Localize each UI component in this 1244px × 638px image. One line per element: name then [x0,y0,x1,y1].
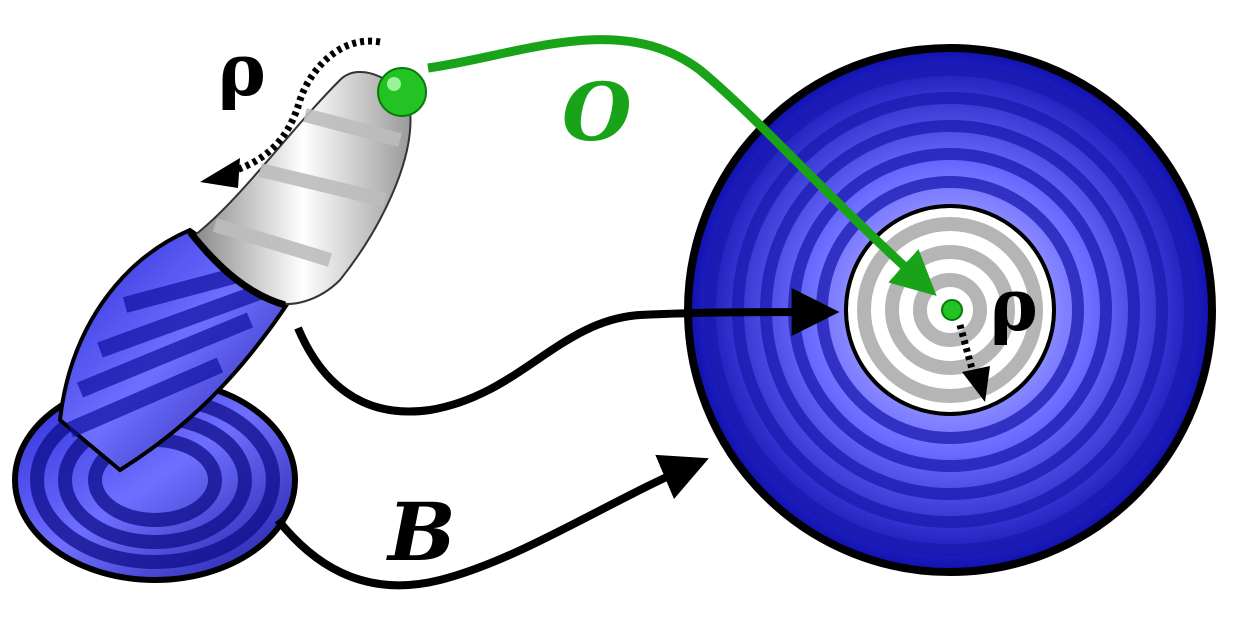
label-rho-right: ρ [990,262,1038,347]
surface-shape [12,67,427,583]
arrow-boundary-map [294,288,840,416]
surface-rho-arrow [200,37,381,188]
arrow-O [427,35,937,297]
label-rho-top: ρ [218,27,266,112]
surface-silver-stripes [212,108,402,267]
disc-silver-rings [857,217,1043,403]
label-O: O [562,65,632,159]
disc-rho-arrow [956,324,990,402]
label-B: B [386,485,456,579]
surface-point-green [377,67,427,117]
surface-boundary-line [187,229,286,309]
disc-center-point [941,299,963,321]
arrow-B [274,454,709,590]
